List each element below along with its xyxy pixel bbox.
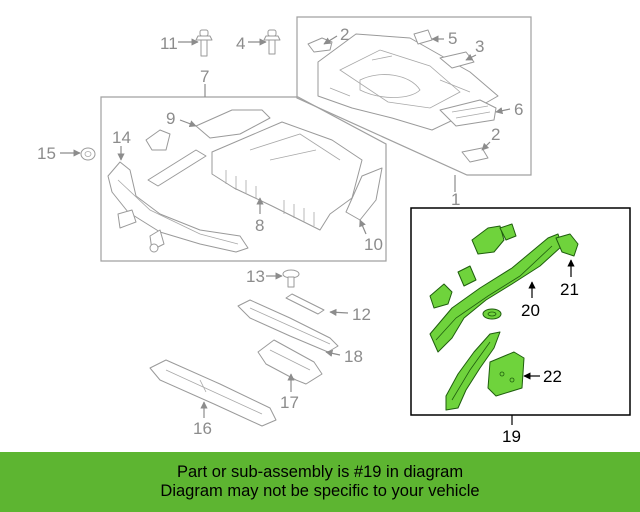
callout-15[interactable]: 15 xyxy=(37,144,56,163)
callout-3[interactable]: 3 xyxy=(475,37,484,56)
rail-20[interactable] xyxy=(429,233,563,353)
panel-22[interactable] xyxy=(487,351,525,397)
bracket-2-lower xyxy=(461,147,489,163)
callout-2-top[interactable]: 2 xyxy=(340,25,349,44)
info-banner: Part or sub-assembly is #19 in diagram D… xyxy=(0,452,640,512)
bolt-11 xyxy=(195,29,213,57)
callout-20[interactable]: 20 xyxy=(521,301,540,320)
group-7-box xyxy=(100,84,387,262)
bracket-9 xyxy=(195,109,271,139)
bracket-21[interactable] xyxy=(555,233,579,257)
plug-15 xyxy=(80,147,96,161)
bracket-mid[interactable] xyxy=(457,265,477,287)
callout-11[interactable]: 11 xyxy=(160,34,178,53)
callout-18[interactable]: 18 xyxy=(344,347,363,366)
group-1-box xyxy=(296,16,532,192)
banner-line-2: Diagram may not be specific to your vehi… xyxy=(160,482,480,500)
bracket-5 xyxy=(413,29,433,45)
callout-17[interactable]: 17 xyxy=(280,393,299,412)
bracket-left[interactable] xyxy=(429,283,453,309)
bracket-2-top xyxy=(307,37,333,53)
callout-7[interactable]: 7 xyxy=(200,67,209,86)
rail-18 xyxy=(237,299,339,353)
bolt-4 xyxy=(263,29,281,55)
callout-14[interactable]: 14 xyxy=(112,128,131,147)
callout-8[interactable]: 8 xyxy=(255,216,264,235)
callout-21[interactable]: 21 xyxy=(560,280,579,299)
banner-line-1: Part or sub-assembly is #19 in diagram xyxy=(176,463,464,481)
small-bracket xyxy=(145,129,171,151)
callout-1[interactable]: 1 xyxy=(451,190,460,209)
callout-13[interactable]: 13 xyxy=(246,267,265,286)
rail-lower[interactable] xyxy=(445,331,501,411)
panel-6 xyxy=(439,99,497,127)
bracket-top[interactable] xyxy=(471,223,517,255)
bracket-10 xyxy=(345,167,383,221)
callout-22[interactable]: 22 xyxy=(543,367,562,386)
callout-6[interactable]: 6 xyxy=(514,100,523,119)
callout-19[interactable]: 19 xyxy=(502,427,521,446)
rail-member xyxy=(147,149,207,187)
callout-4[interactable]: 4 xyxy=(236,34,245,53)
bolt-13 xyxy=(282,269,300,288)
lower-clip-2 xyxy=(149,229,165,253)
callout-9[interactable]: 9 xyxy=(166,109,175,128)
crossmember-16 xyxy=(149,359,277,427)
callout-10[interactable]: 10 xyxy=(364,235,383,254)
parts-diagram: 2 5 3 6 2 1 7 9 14 8 xyxy=(37,16,631,446)
bracket-17 xyxy=(257,339,323,385)
floor-frame-8 xyxy=(211,121,363,231)
callout-5[interactable]: 5 xyxy=(448,29,457,48)
bar-12 xyxy=(285,293,325,315)
callout-12[interactable]: 12 xyxy=(352,305,371,324)
callout-2-lower[interactable]: 2 xyxy=(491,125,500,144)
callout-16[interactable]: 16 xyxy=(193,419,212,438)
lower-clip xyxy=(117,209,137,229)
group-19-box xyxy=(410,207,631,425)
grommet[interactable] xyxy=(482,308,502,320)
